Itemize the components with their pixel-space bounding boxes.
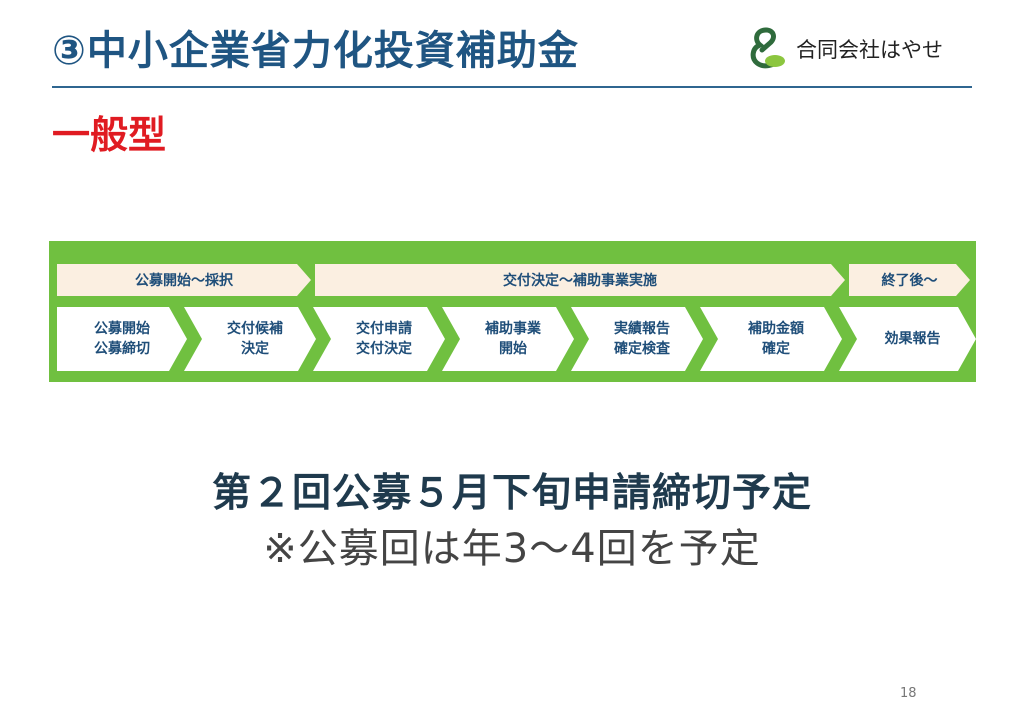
company-logo-icon xyxy=(750,27,785,69)
step-line: 実績報告 xyxy=(614,321,670,337)
step-line: 確定検査 xyxy=(614,341,670,357)
company-logo: 合同会社はやせ xyxy=(748,26,988,70)
step-line: 交付決定 xyxy=(356,341,412,357)
page-title: ③中小企業省力化投資補助金 xyxy=(52,28,579,74)
step-line: 開始 xyxy=(499,341,527,357)
step-grant-candidate: 交付候補 決定 xyxy=(184,307,316,371)
phase-implementation: 交付決定～補助事業実施 xyxy=(315,264,845,296)
step-project-start: 補助事業 開始 xyxy=(442,307,574,371)
step-line: 公募締切 xyxy=(94,341,150,357)
step-line: 補助事業 xyxy=(485,321,541,337)
step-grant-application: 交付申請 交付決定 xyxy=(313,307,445,371)
subtitle: 一般型 xyxy=(52,113,167,157)
phase-application: 公募開始～採択 xyxy=(57,264,311,296)
step-amount-fixed: 補助金額 確定 xyxy=(700,307,842,371)
step-line: 交付申請 xyxy=(356,321,412,337)
company-name: 合同会社はやせ xyxy=(796,38,943,62)
process-flow: 公募開始～採択 交付決定～補助事業実施 終了後～ 公募開始 公募締切 交付候補 … xyxy=(49,241,976,382)
phase-label: 終了後～ xyxy=(881,273,938,289)
phase-after-completion: 終了後～ xyxy=(849,264,970,296)
step-public-offering: 公募開始 公募締切 xyxy=(57,307,187,371)
step-line: 交付候補 xyxy=(227,321,283,337)
step-line: 決定 xyxy=(241,341,269,357)
step-line: 効果報告 xyxy=(884,331,941,347)
step-performance-report: 実績報告 確定検査 xyxy=(571,307,703,371)
phase-label: 交付決定～補助事業実施 xyxy=(503,273,657,289)
step-line: 公募開始 xyxy=(94,321,150,337)
step-effect-report: 効果報告 xyxy=(839,307,976,371)
phase-label: 公募開始～採択 xyxy=(135,273,233,289)
title-divider xyxy=(52,86,972,88)
step-line: 補助金額 xyxy=(748,321,804,337)
deadline-message: 第２回公募５月下旬申請締切予定 xyxy=(211,471,812,516)
page-number: 18 xyxy=(900,686,917,701)
step-line: 確定 xyxy=(762,341,790,357)
schedule-note: ※公募回は年3～4回を予定 xyxy=(263,526,761,572)
